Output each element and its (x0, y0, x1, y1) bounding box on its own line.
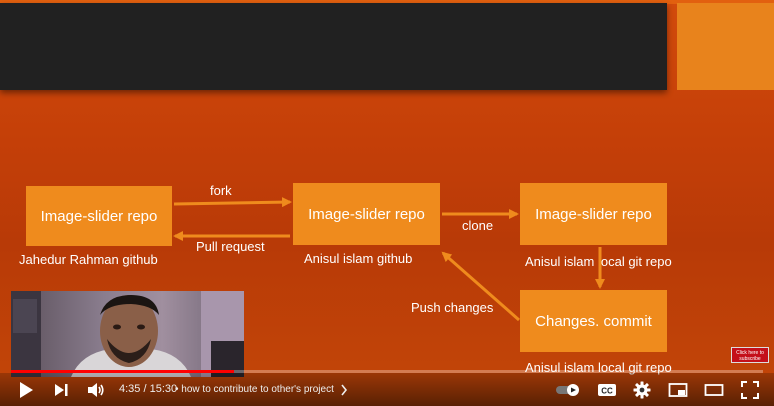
miniplayer-icon (668, 383, 688, 397)
subscribe-badge[interactable]: Click here to subscribe (731, 347, 769, 363)
box-source-repo-label: Image-slider repo (40, 207, 158, 225)
box-changes-commit: Changes. commit (520, 290, 667, 352)
presenter-image (11, 291, 244, 377)
box-source-repo: Image-slider repo (26, 186, 172, 246)
caption-local-repo: Anisul islam local git repo (525, 254, 672, 269)
caption-source-repo: Jahedur Rahman github (19, 252, 158, 267)
chapter-separator: • (175, 384, 179, 395)
fullscreen-icon (741, 381, 759, 399)
autoplay-toggle[interactable] (554, 378, 584, 402)
progress-bar[interactable] (11, 370, 763, 373)
chapter-title[interactable]: • how to contribute to other's project (175, 384, 334, 395)
time-display: 4:35 / 15:30 (119, 383, 178, 395)
box-local-repo: Image-slider repo (520, 183, 667, 245)
box-forked-repo: Image-slider repo (293, 183, 440, 245)
edge-label-pull-request: Pull request (196, 239, 265, 254)
miniplayer-button[interactable] (666, 378, 690, 402)
theater-mode-button[interactable] (702, 378, 726, 402)
next-button[interactable] (49, 378, 73, 402)
captions-button[interactable]: CC (595, 378, 619, 402)
chevron-right-icon[interactable] (340, 384, 348, 396)
edge-label-fork: fork (210, 183, 232, 198)
player-controls: 4:35 / 15:30 • how to contribute to othe… (0, 373, 774, 406)
cc-icon: CC (598, 384, 616, 396)
presenter-webcam (11, 291, 244, 377)
volume-icon (88, 383, 104, 397)
fullscreen-button[interactable] (738, 378, 762, 402)
caption-changes-commit: Anisul islam local git repo (525, 360, 672, 375)
autoplay-toggle-icon (556, 384, 579, 396)
edge-label-clone: clone (462, 218, 494, 233)
fork-arrow (173, 197, 292, 208)
box-forked-repo-label: Image-slider repo (308, 205, 425, 223)
mute-button[interactable] (84, 378, 108, 402)
box-changes-commit-label: Changes. commit (535, 312, 652, 330)
theater-mode-icon (704, 384, 724, 396)
settings-button[interactable] (630, 378, 654, 402)
box-local-repo-label: Image-slider repo (535, 205, 652, 223)
caption-forked-repo: Anisul islam github (304, 251, 413, 266)
play-icon (20, 382, 33, 398)
next-icon (55, 384, 68, 396)
edge-label-push: Push changes (411, 300, 494, 315)
slide-top-strip (0, 0, 774, 4)
gear-icon (633, 381, 651, 399)
cc-label: CC (601, 387, 613, 396)
progress-fill (11, 370, 234, 373)
chapter-title-text: how to contribute to other's project (181, 384, 334, 395)
slide-corner-block (677, 3, 774, 90)
slide-title-banner (0, 3, 667, 90)
play-button[interactable] (13, 378, 39, 402)
